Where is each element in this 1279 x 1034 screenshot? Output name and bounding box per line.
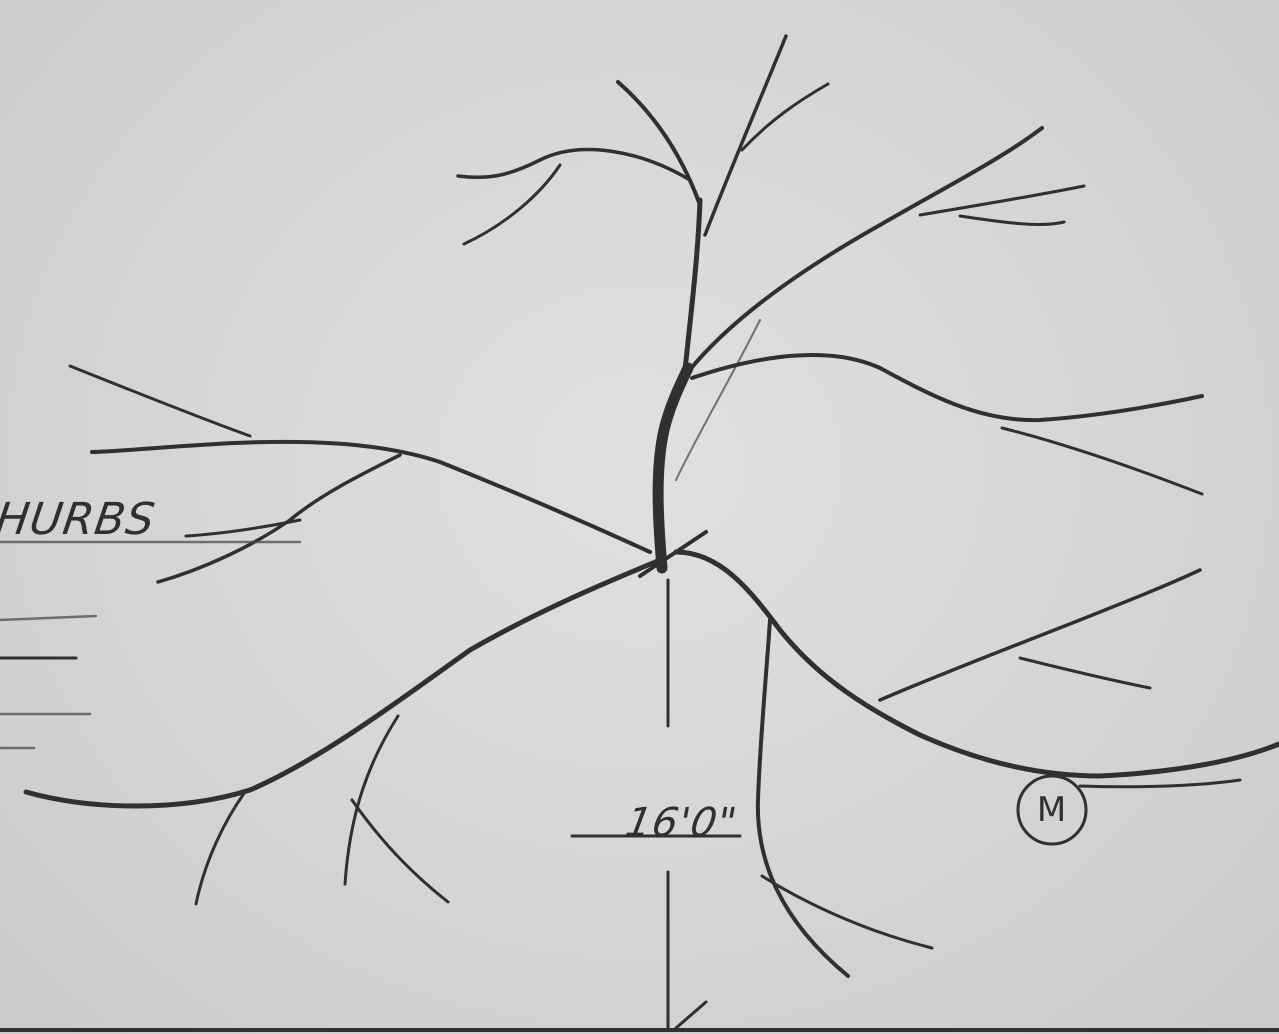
twig-right-middle: [1000, 426, 1204, 496]
twig-lower-left-a: [194, 790, 247, 906]
twig-left-top: [68, 364, 252, 438]
twig-down: [760, 874, 934, 950]
twig-upper-right-a: [918, 184, 1086, 217]
branch-upper-left: [456, 147, 692, 182]
marker-label: M: [1036, 790, 1068, 830]
shrubs-label: HURBS: [0, 494, 159, 545]
branch-right-middle: [690, 352, 1204, 423]
marker-circle: [1016, 774, 1088, 846]
branch-top-center: [703, 34, 788, 237]
branch-left-lower: [23, 557, 663, 809]
tree-trunk: [652, 362, 694, 574]
branch-upper-right: [686, 126, 1044, 374]
hatch-line-a: [0, 614, 98, 622]
trunk-upper-stem: [681, 197, 703, 383]
branch-left-shrub: [156, 453, 402, 584]
trunk-base-tick: [638, 530, 708, 578]
height-dimension-label: 16'0": [621, 800, 741, 846]
branch-right-lower: [673, 549, 1279, 779]
branch-right-lower-up: [878, 568, 1202, 702]
twig-right-lower-tail: [1078, 778, 1242, 789]
branch-down: [755, 618, 850, 978]
twig-upper-left: [462, 163, 562, 246]
twig-lower-left-b: [343, 714, 400, 886]
twig-thin-diagonal: [675, 319, 761, 481]
twig-right-lower-up: [1018, 656, 1152, 690]
dimension-end-tick: [674, 1000, 708, 1030]
twig-upper-right-b: [958, 214, 1066, 226]
twig-lower-left-c: [350, 798, 450, 904]
branch-left-upper: [90, 439, 652, 554]
twig-top-right: [740, 82, 830, 152]
twig-left-shrub: [184, 518, 302, 538]
branch-top-left: [616, 80, 702, 207]
